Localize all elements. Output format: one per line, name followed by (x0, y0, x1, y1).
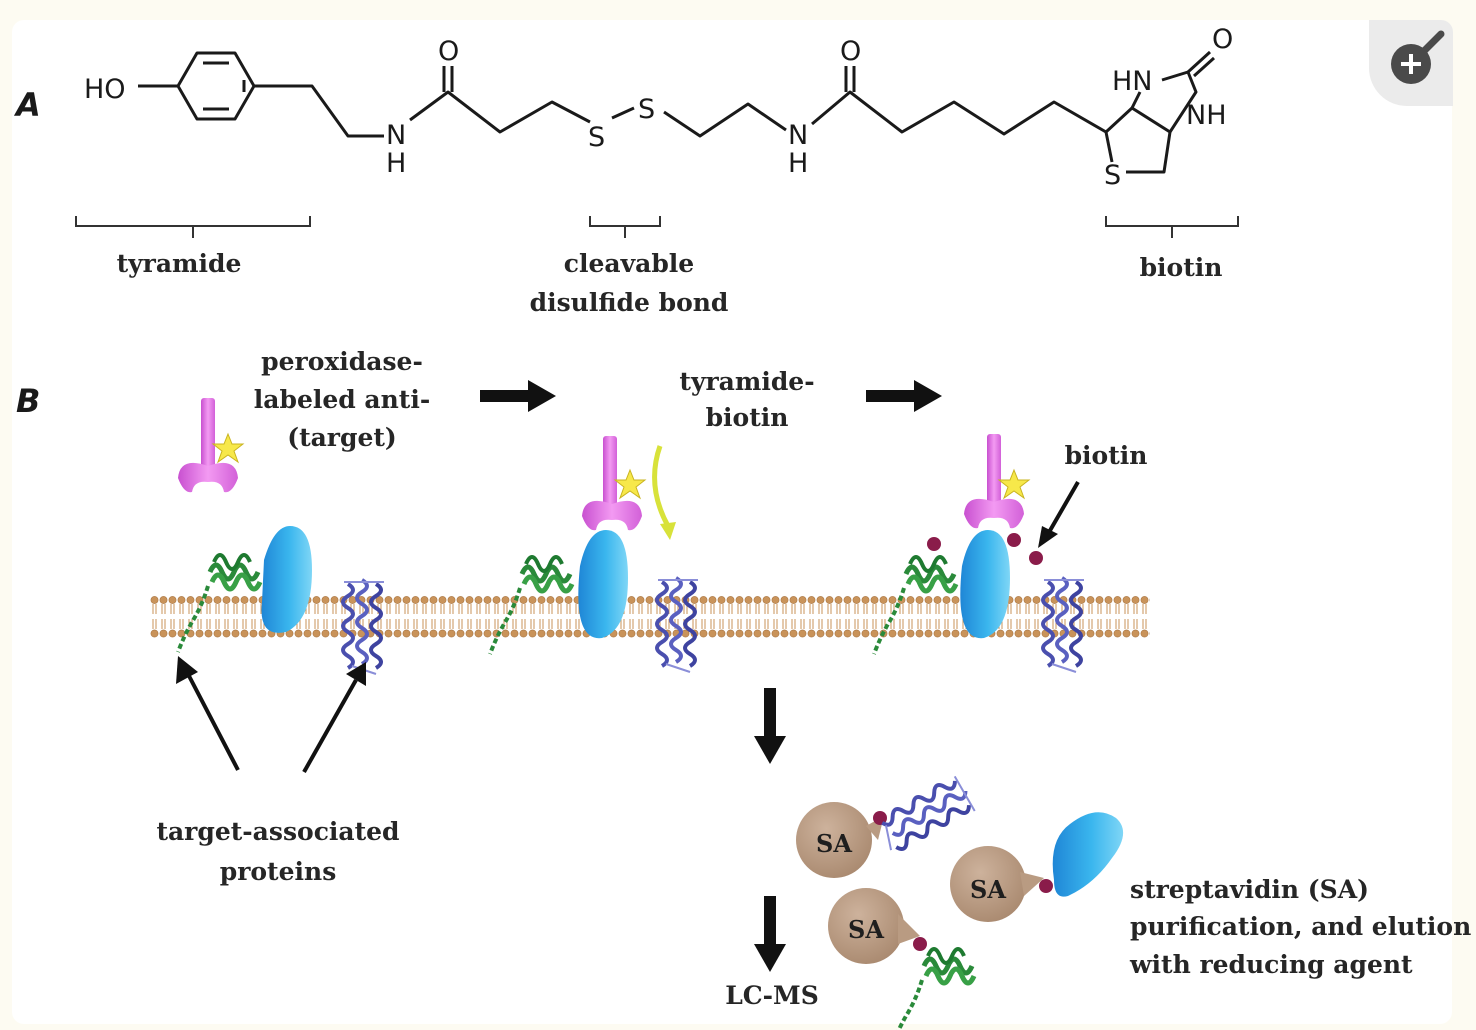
sa-bead-label-3: SA (848, 915, 884, 944)
zoom-in-button[interactable] (1369, 20, 1453, 106)
label-biotin-b: biotin (1065, 441, 1148, 470)
label-peroxidase-3: (target) (287, 423, 397, 452)
antibody-bound-3 (964, 434, 1031, 529)
panel-label-b: B (16, 382, 40, 420)
label-purification-3: with reducing agent (1129, 950, 1413, 979)
label-tyramide-biotin-1: tyramide- (679, 367, 814, 396)
chem-n-1: N (386, 120, 406, 151)
panel-label-a: A (13, 86, 41, 124)
chem-s-2: S (638, 94, 655, 125)
curved-arrow-head (660, 522, 676, 540)
target-protein-2 (578, 530, 628, 639)
label-lcms: LC-MS (725, 981, 819, 1010)
label-biotin-a: biotin (1140, 253, 1223, 282)
chem-ho: HO (84, 74, 126, 105)
label-target-associated-1: target-associated (156, 817, 399, 846)
arrow-to-biotin (1038, 481, 1080, 548)
label-target-associated-2: proteins (220, 857, 337, 886)
chem-o-2: O (840, 36, 861, 67)
chem-s-1: S (588, 122, 605, 153)
label-cleavable-1: cleavable (564, 249, 694, 278)
down-arrow-icon (754, 688, 786, 764)
tyramide-biotin-structure (138, 50, 1216, 174)
down-arrow-icon (754, 896, 786, 972)
antibody-bound-2 (582, 436, 647, 531)
chem-h-1: H (386, 148, 406, 179)
biotin-dot (927, 537, 941, 551)
target-protein-1 (261, 526, 312, 633)
arrow-to-blue-protein (302, 662, 366, 773)
chem-nh: NH (1186, 100, 1227, 131)
right-arrow-icon (866, 380, 942, 412)
antibody-free (178, 398, 245, 493)
biotin-dot (1029, 551, 1043, 565)
sa-bead-label-2: SA (970, 875, 1006, 904)
label-peroxidase-1: peroxidase- (261, 347, 423, 376)
label-purification-1: streptavidin (SA) (1130, 875, 1369, 904)
chem-o-3: O (1212, 24, 1233, 55)
zoom-in-icon (1391, 30, 1445, 84)
label-purification-2: purification, and elution (1130, 912, 1471, 941)
sa-complex-2 (950, 812, 1124, 922)
right-arrow-icon (480, 380, 556, 412)
target-protein-3 (960, 530, 1010, 639)
chem-h-2: H (788, 148, 808, 179)
figure-frame (12, 20, 1452, 1024)
chem-n-2: N (788, 120, 808, 151)
chem-s-3: S (1104, 160, 1121, 191)
brackets (75, 216, 1239, 238)
sa-bead-label-1: SA (816, 829, 852, 858)
sa-complex-1 (796, 772, 979, 878)
label-cleavable-2: disulfide bond (530, 288, 729, 317)
label-peroxidase-2: labeled anti- (254, 385, 430, 414)
curved-arrow-icon (652, 445, 671, 528)
arrow-to-green-protein (176, 656, 240, 771)
biotin-dot (1007, 533, 1021, 547)
chem-hn: HN (1112, 66, 1153, 97)
label-tyramide-biotin-2: biotin (706, 403, 789, 432)
label-tyramide: tyramide (117, 249, 242, 278)
chem-o-1: O (438, 36, 459, 67)
sa-complex-3 (828, 888, 974, 1030)
